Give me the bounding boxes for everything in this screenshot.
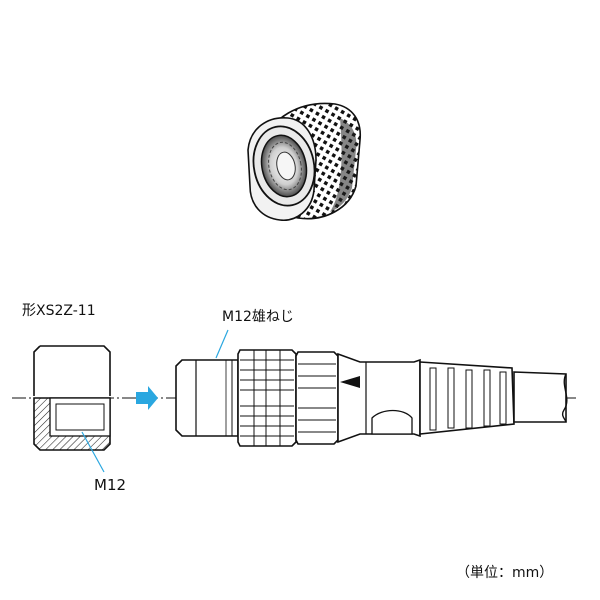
product-illustration <box>247 102 361 221</box>
cap-bore-inner <box>276 151 296 181</box>
housing-cutout <box>371 409 413 435</box>
coupling-nut-ribs <box>240 350 294 446</box>
male-thread-leader-line <box>215 329 229 359</box>
cap-shadow <box>330 118 357 212</box>
coupling-nut <box>237 349 297 447</box>
connector-assembly <box>175 349 568 447</box>
cable <box>513 371 567 423</box>
male-thread-label: M12雄ねじ <box>222 309 294 325</box>
cap-outline-top <box>33 345 111 396</box>
cap-section-view <box>33 345 111 451</box>
cap-thread-zone <box>55 403 105 431</box>
right-arrow-icon <box>136 386 158 410</box>
cable-boot-ribs <box>429 367 507 431</box>
male-thread-body <box>175 359 239 437</box>
internal-thread-label: M12 <box>94 476 127 494</box>
cable-break <box>561 373 568 423</box>
alignment-mark-icon <box>340 376 360 388</box>
model-label: 形XS2Z-11 <box>22 303 96 319</box>
cap-bore-thread <box>268 141 302 191</box>
grip-ring <box>295 351 339 445</box>
unit-note: （単位：mm） <box>456 565 554 581</box>
m12-leader-line <box>81 431 105 473</box>
